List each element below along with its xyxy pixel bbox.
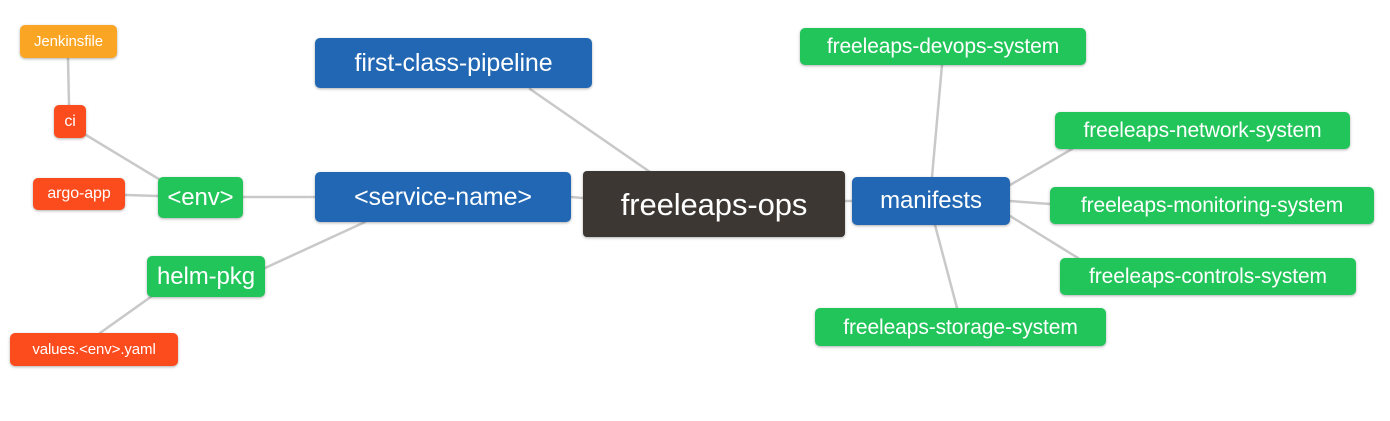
node-service-name[interactable]: <service-name> <box>315 172 571 222</box>
edge-helm_pkg-to-values_yaml <box>98 294 154 335</box>
node-label: freeleaps-storage-system <box>843 315 1078 339</box>
node-freeleaps-storage-system[interactable]: freeleaps-storage-system <box>815 308 1106 346</box>
edge-root-to-service_name <box>569 195 585 200</box>
edge-env-to-ci <box>84 133 164 183</box>
node-freeleaps-ops-root[interactable]: freeleaps-ops <box>583 171 845 237</box>
edge-service_name-to-helm_pkg <box>263 220 367 270</box>
node-manifests[interactable]: manifests <box>852 177 1010 225</box>
node-freeleaps-network-system[interactable]: freeleaps-network-system <box>1055 112 1350 149</box>
node-freeleaps-controls-system[interactable]: freeleaps-controls-system <box>1060 258 1356 295</box>
node-values-env-yaml[interactable]: values.<env>.yaml <box>10 333 178 366</box>
edge-root-to-first_class_pipeline <box>528 87 652 174</box>
edge-manifests-to-network_system <box>1008 147 1074 187</box>
node-label: <service-name> <box>354 182 532 211</box>
node-freeleaps-devops-system[interactable]: freeleaps-devops-system <box>800 28 1086 65</box>
node-label: values.<env>.yaml <box>32 341 156 358</box>
node-label: helm-pkg <box>157 262 255 290</box>
node-label: first-class-pipeline <box>354 48 553 77</box>
node-label: freeleaps-devops-system <box>826 35 1060 58</box>
node-label: Jenkinsfile <box>34 33 103 50</box>
node-ci[interactable]: ci <box>54 105 86 138</box>
edge-ci-to-jenkinsfile <box>66 56 71 107</box>
node-label: freeleaps-ops <box>620 186 808 222</box>
node-first-class-pipeline[interactable]: first-class-pipeline <box>315 38 592 88</box>
edge-manifests-to-monitoring_system <box>1008 199 1052 206</box>
node-label: ci <box>64 112 76 130</box>
node-label: freeleaps-monitoring-system <box>1080 194 1344 217</box>
node-label: manifests <box>880 187 982 214</box>
node-jenkinsfile[interactable]: Jenkinsfile <box>20 25 117 58</box>
edge-manifests-to-devops_system <box>930 63 944 179</box>
node-label: argo-app <box>47 185 111 202</box>
node-freeleaps-monitoring-system[interactable]: freeleaps-monitoring-system <box>1050 187 1374 224</box>
edge-env-to-argo_app <box>123 193 160 198</box>
node-env[interactable]: <env> <box>158 177 243 218</box>
node-argo-app[interactable]: argo-app <box>33 178 125 210</box>
node-label: freeleaps-controls-system <box>1089 265 1327 288</box>
node-helm-pkg[interactable]: helm-pkg <box>147 256 265 297</box>
edge-manifests-to-storage_system <box>933 223 959 310</box>
node-label: <env> <box>167 183 234 211</box>
node-label: freeleaps-network-system <box>1083 119 1322 142</box>
